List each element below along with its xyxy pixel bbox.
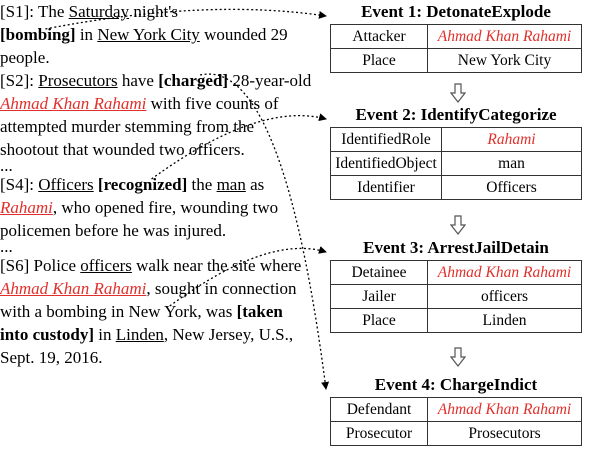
slot-filler: Prosecutors xyxy=(427,421,582,446)
argument-officers: Officers xyxy=(38,175,94,194)
text-run: night's xyxy=(129,2,178,21)
sentence-s2: [S2]: Prosecutors have [charged] 28-year… xyxy=(0,69,312,161)
text-run: : The xyxy=(29,2,69,21)
down-arrow-icon xyxy=(450,83,466,103)
slot-role: IdentifiedObject xyxy=(330,151,442,176)
argument-man: man xyxy=(216,175,246,194)
event-title: Event 1: DetonateExplode xyxy=(361,2,551,21)
trigger-recognized: [recognized] xyxy=(97,175,188,194)
down-arrow-icon xyxy=(450,215,466,235)
slot-role: Place xyxy=(330,48,428,73)
sentence-s1: [S1]: The Saturday night's [bombing] in N… xyxy=(0,0,312,69)
text-run: in xyxy=(75,25,98,44)
sentence-id: [S1] xyxy=(0,2,30,21)
ellipsis: ... xyxy=(0,237,13,256)
slot-filler: man xyxy=(441,151,582,176)
text-run: , who opened fire, wounding two policeme… xyxy=(0,198,279,240)
argument-officers: officers xyxy=(80,256,132,275)
trigger-taken-into-custody: [taken into custody] xyxy=(0,302,283,344)
text-run: in xyxy=(93,325,116,344)
text-run: with five counts of attempted murder ste… xyxy=(0,94,279,159)
text-run: : xyxy=(29,175,39,194)
slot-filler: Ahmad Khan Rahami xyxy=(427,260,582,285)
slot-role: Attacker xyxy=(330,24,428,49)
text-run: , New Jersey, U.S., Sept. 19, 2016. xyxy=(0,325,294,367)
entity-ahmad-khan-rahami: Ahmad Khan Rahami xyxy=(0,94,147,113)
event-title: Event 4: ChargeIndict xyxy=(374,375,538,394)
link-charged-event-4 xyxy=(199,73,330,390)
argument-prosecutors: Prosecutors xyxy=(38,71,118,90)
slot-role: Place xyxy=(330,308,428,333)
slot-filler: Rahami xyxy=(441,127,582,152)
slot-filler: Ahmad Khan Rahami xyxy=(427,24,582,49)
event-2-box: Event 2: IdentifyCategorize IdentifiedRo… xyxy=(330,105,582,200)
text-run: walk near the site where xyxy=(131,256,302,275)
ellipsis: ... xyxy=(0,156,13,175)
down-arrow-icon xyxy=(450,347,466,367)
text-run: the xyxy=(187,175,217,194)
link-custody-event-3 xyxy=(169,246,327,307)
text-run: Police xyxy=(29,256,81,275)
sentence-s6: [S6] Police officers walk near the site … xyxy=(0,254,312,369)
argument-saturday: Saturday xyxy=(68,2,130,21)
link-bombing-event-1 xyxy=(45,8,327,30)
text-run: as xyxy=(245,175,265,194)
sentence-id: [S6] xyxy=(0,256,30,275)
argument-new-york-city: New York City xyxy=(97,25,200,44)
sentence-id: [S4] xyxy=(0,175,30,194)
text-run: 28-year-old xyxy=(228,71,312,90)
slot-role: Identifier xyxy=(330,175,442,200)
slot-filler: New York City xyxy=(427,48,582,73)
slot-filler: Linden xyxy=(427,308,582,333)
text-run: have xyxy=(117,71,159,90)
slot-role: Prosecutor xyxy=(330,421,428,446)
slot-filler: Officers xyxy=(441,175,582,200)
entity-ahmad-khan-rahami: Ahmad Khan Rahami xyxy=(0,279,147,298)
document-text: [S1]: The Saturday night's [bombing] in N… xyxy=(0,0,312,369)
trigger-charged: [charged] xyxy=(158,71,229,90)
text-run: wounded 29 people. xyxy=(0,25,288,67)
trigger-bombing: [bombing] xyxy=(0,25,76,44)
sentence-id: [S2] xyxy=(0,71,30,90)
text-run: : xyxy=(29,71,39,90)
argument-linden: Linden xyxy=(115,325,164,344)
event-title: Event 2: IdentifyCategorize xyxy=(355,105,557,124)
entity-rahami: Rahami xyxy=(0,198,53,217)
slot-role: IdentifiedRole xyxy=(330,127,442,152)
text-run: , sought in connection with a bombing in… xyxy=(0,279,297,321)
link-recognized-event-2 xyxy=(151,113,327,180)
sentence-s4: [S4]: Officers [recognized] the man as R… xyxy=(0,173,312,242)
event-title: Event 3: ArrestJailDetain xyxy=(363,238,549,257)
